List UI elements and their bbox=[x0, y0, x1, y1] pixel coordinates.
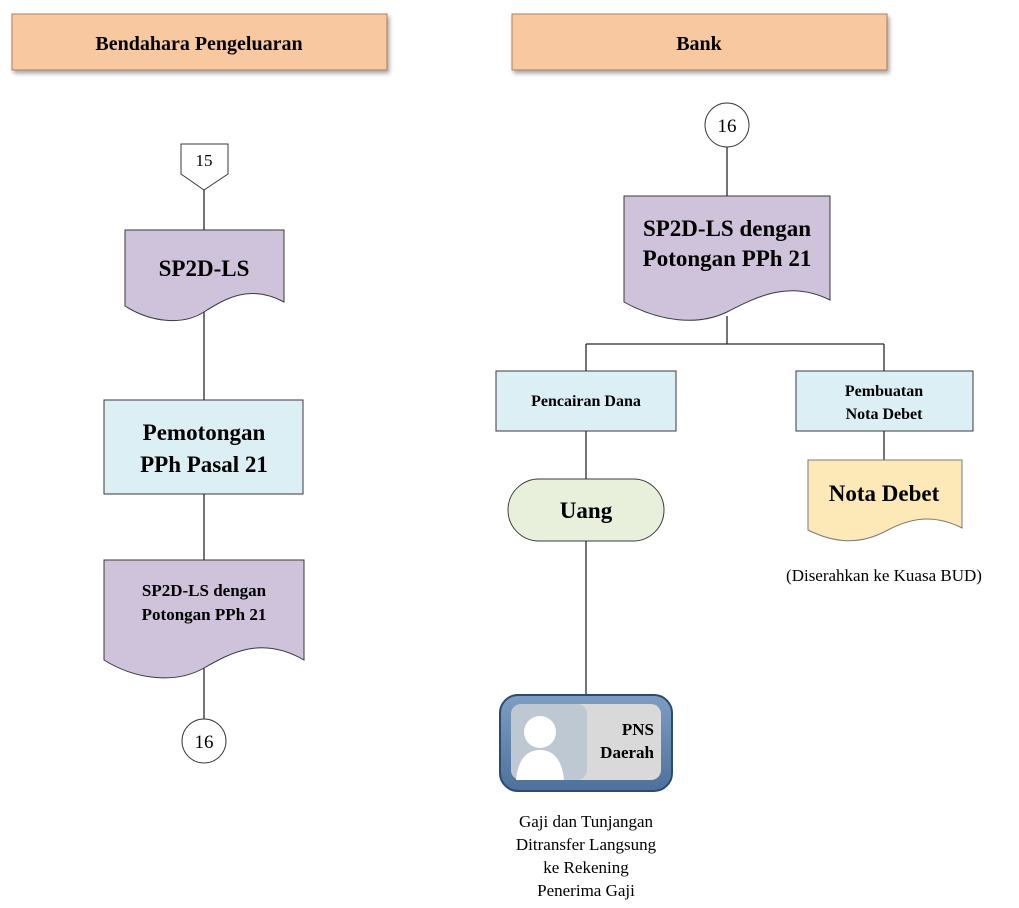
document-label-line1: SP2D-LS dengan bbox=[643, 216, 811, 241]
process-label-line1: Pemotongan bbox=[143, 420, 266, 445]
caption-line3: ke Rekening bbox=[543, 858, 629, 877]
offpage-connector-label: 15 bbox=[196, 151, 213, 170]
lane-header-bank: Bank bbox=[511, 13, 888, 71]
transfer-caption: Gaji dan Tunjangan Ditransfer Langsung k… bbox=[516, 812, 657, 900]
document-sp2d-ls: SP2D-LS bbox=[124, 229, 285, 322]
connector-label: 16 bbox=[195, 732, 214, 753]
process-pemotongan-pph: Pemotongan PPh Pasal 21 bbox=[103, 399, 304, 495]
terminal-label: Uang bbox=[560, 498, 613, 523]
lane-title-bank: Bank bbox=[676, 33, 722, 55]
terminal-uang: Uang bbox=[507, 478, 665, 542]
process-label: Pencairan Dana bbox=[531, 393, 641, 410]
offpage-connector-15: 15 bbox=[180, 143, 229, 191]
pns-daerah-card: PNS Daerah bbox=[499, 694, 673, 792]
caption-line4: Penerima Gaji bbox=[537, 881, 635, 900]
caption-line2: Ditransfer Langsung bbox=[516, 835, 657, 854]
lane-title-bendahara: Bendahara Pengeluaran bbox=[95, 33, 302, 55]
document-label: Nota Debet bbox=[829, 481, 940, 506]
process-pencairan-dana: Pencairan Dana bbox=[495, 370, 677, 432]
document-sp2d-ls-potongan-left: SP2D-LS dengan Potongan PPh 21 bbox=[103, 559, 305, 679]
connector-16-out: 16 bbox=[181, 718, 227, 764]
connector-label: 16 bbox=[718, 116, 737, 137]
document-label: SP2D-LS bbox=[159, 256, 250, 281]
lane-header-bendahara: Bendahara Pengeluaran bbox=[11, 13, 388, 71]
document-sp2d-ls-potongan-right: SP2D-LS dengan Potongan PPh 21 bbox=[623, 195, 831, 321]
process-pembuatan-nota-debet: Pembuatan Nota Debet bbox=[795, 370, 974, 432]
person-icon bbox=[516, 716, 564, 780]
caption-line1: Gaji dan Tunjangan bbox=[519, 812, 654, 831]
connector-16-in: 16 bbox=[704, 102, 750, 148]
process-label-line2: PPh Pasal 21 bbox=[140, 452, 268, 477]
process-label-line1: Pembuatan bbox=[845, 383, 923, 400]
document-nota-debet: Nota Debet bbox=[807, 459, 963, 542]
pns-label-line2: Daerah bbox=[600, 743, 654, 762]
nota-note-text: (Diserahkan ke Kuasa BUD) bbox=[786, 566, 982, 585]
document-label-line1: SP2D-LS dengan bbox=[142, 581, 267, 600]
process-label-line2: Nota Debet bbox=[846, 406, 924, 423]
document-label-line2: Potongan PPh 21 bbox=[643, 246, 812, 271]
document-label-line2: Potongan PPh 21 bbox=[142, 605, 267, 624]
pns-label-line1: PNS bbox=[622, 720, 654, 739]
